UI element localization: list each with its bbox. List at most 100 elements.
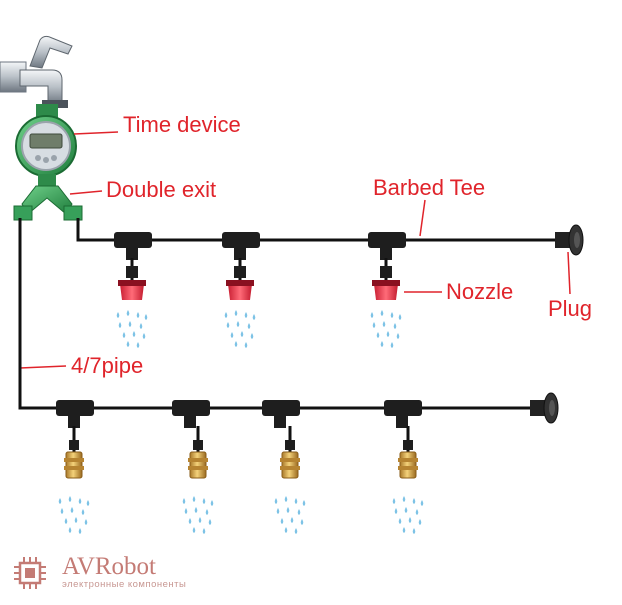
water-drop — [64, 518, 68, 524]
water-drop — [382, 321, 386, 327]
water-drop — [286, 507, 290, 513]
pipes — [18, 218, 555, 410]
water-drop — [198, 517, 202, 523]
water-drop — [415, 509, 419, 515]
water-drop — [386, 331, 390, 337]
tee-lower-3 — [262, 400, 300, 479]
water-drop — [182, 498, 186, 504]
water-drop — [252, 314, 256, 320]
water-drop — [210, 500, 214, 506]
tee-upper-3 — [368, 232, 406, 300]
water-drop — [290, 517, 294, 523]
label-time-device: Time device — [123, 112, 241, 137]
water-drop — [136, 312, 140, 318]
water-drop — [370, 312, 374, 318]
water-drop — [81, 509, 85, 515]
water-drop — [74, 517, 78, 523]
water-droplets — [58, 310, 424, 534]
water-drop — [116, 312, 120, 318]
tee-upper-2 — [222, 232, 260, 300]
water-drop — [390, 342, 394, 348]
water-drop — [404, 507, 408, 513]
double-exit-splitter — [13, 174, 83, 221]
tee-lower-4 — [384, 400, 422, 479]
water-drop — [58, 498, 62, 504]
water-drop — [202, 528, 206, 534]
water-drop — [68, 496, 72, 502]
water-drop — [284, 527, 288, 533]
tee-upper-1 — [114, 232, 152, 300]
brand-name: AVRobot — [62, 553, 157, 580]
label-plug: Plug — [548, 296, 593, 321]
brand-watermark: AVRobot электронные компоненты — [12, 554, 232, 594]
water-drop — [300, 519, 304, 525]
water-drop — [412, 528, 416, 534]
water-drop — [402, 527, 406, 533]
water-drop — [390, 312, 394, 318]
water-drop — [234, 341, 238, 347]
water-drop — [230, 332, 234, 338]
water-drop — [380, 310, 384, 316]
water-drop — [128, 321, 132, 327]
water-drop — [86, 500, 90, 506]
water-drop — [126, 341, 130, 347]
water-drop — [394, 508, 398, 514]
water-drop — [139, 323, 143, 329]
water-drop — [234, 310, 238, 316]
water-drop — [244, 312, 248, 318]
label-double-exit: Double exit — [106, 177, 217, 202]
water-drop — [398, 518, 402, 524]
water-drop — [78, 498, 82, 504]
water-drop — [380, 341, 384, 347]
water-drop — [284, 496, 288, 502]
water-drop — [118, 322, 122, 328]
water-drop — [78, 528, 82, 534]
timer-device — [15, 104, 77, 177]
water-drop — [372, 322, 376, 328]
water-drop — [250, 333, 254, 339]
tee-lower-1 — [56, 400, 94, 479]
water-drop — [393, 323, 397, 329]
water-drop — [142, 333, 146, 339]
water-drop — [244, 342, 248, 348]
water-drop — [188, 518, 192, 524]
water-drop — [408, 517, 412, 523]
faucet — [0, 35, 73, 108]
water-drop — [412, 498, 416, 504]
leader-lines — [19, 131, 571, 369]
water-drop — [226, 322, 230, 328]
water-drop — [297, 509, 301, 515]
water-drop — [192, 496, 196, 502]
water-drop — [418, 519, 422, 525]
water-drop — [202, 498, 206, 504]
water-drop — [247, 323, 251, 329]
water-drop — [294, 528, 298, 534]
water-drop — [236, 321, 240, 327]
water-drop — [402, 496, 406, 502]
plug-lower — [530, 392, 559, 424]
water-drop — [60, 508, 64, 514]
chip-logo-icon — [14, 557, 46, 589]
water-drop — [132, 331, 136, 337]
water-drop — [208, 519, 212, 525]
brand-tagline: электронные компоненты — [62, 579, 187, 590]
lower-pipe — [18, 218, 530, 410]
water-drop — [398, 314, 402, 320]
water-drop — [392, 498, 396, 504]
tee-lower-2 — [172, 400, 210, 479]
water-drop — [192, 527, 196, 533]
water-drop — [126, 310, 130, 316]
water-drop — [376, 332, 380, 338]
water-drop — [184, 508, 188, 514]
water-drop — [274, 498, 278, 504]
water-drop — [68, 527, 72, 533]
label-nozzle: Nozzle — [446, 279, 514, 304]
water-drop — [280, 518, 284, 524]
water-drop — [122, 332, 126, 338]
label-barbed-tee: Barbed Tee — [373, 175, 486, 200]
water-drop — [420, 500, 424, 506]
water-drop — [224, 312, 228, 318]
water-drop — [302, 500, 306, 506]
